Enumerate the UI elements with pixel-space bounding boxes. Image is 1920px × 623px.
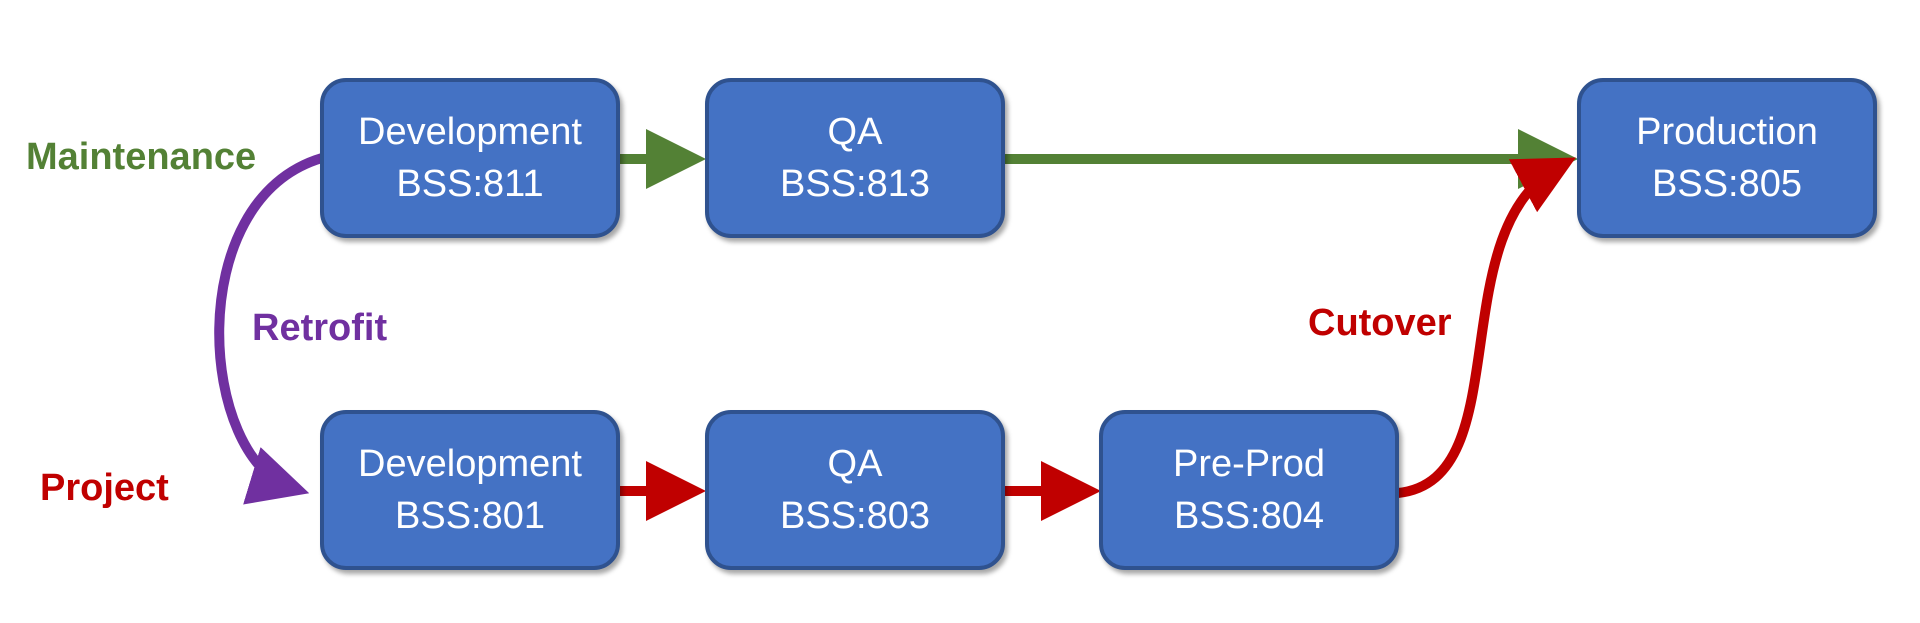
node-system-id: BSS:804 [1174,495,1324,537]
node-system-id: BSS:813 [780,163,930,205]
cutover-label: Cutover [1308,302,1452,344]
node-name: Development [358,111,582,153]
node-qa-813: QA BSS:813 [705,78,1005,238]
node-name: Pre-Prod [1172,443,1326,485]
arrow-retrofit [214,153,324,505]
node-preprod-804: Pre-Prod BSS:804 [1099,410,1399,570]
node-name: Production [1636,111,1818,153]
node-production-805: Production BSS:805 [1577,78,1877,238]
node-system-id: BSS:803 [780,495,930,537]
node-development-801: Development BSS:801 [320,410,620,570]
node-qa-803: QA BSS:803 [705,410,1005,570]
retrofit-label: Retrofit [252,307,388,349]
maintenance-label: Maintenance [26,136,257,178]
node-name: QA [827,111,883,153]
node-system-id: BSS:811 [396,163,544,205]
arrow-cutover [1397,157,1576,498]
project-label: Project [40,467,169,509]
node-development-811: Development BSS:811 [320,78,620,238]
node-system-id: BSS:805 [1652,163,1802,205]
node-name: Development [358,443,582,485]
node-name: QA [827,443,883,485]
node-system-id: BSS:801 [395,495,545,537]
